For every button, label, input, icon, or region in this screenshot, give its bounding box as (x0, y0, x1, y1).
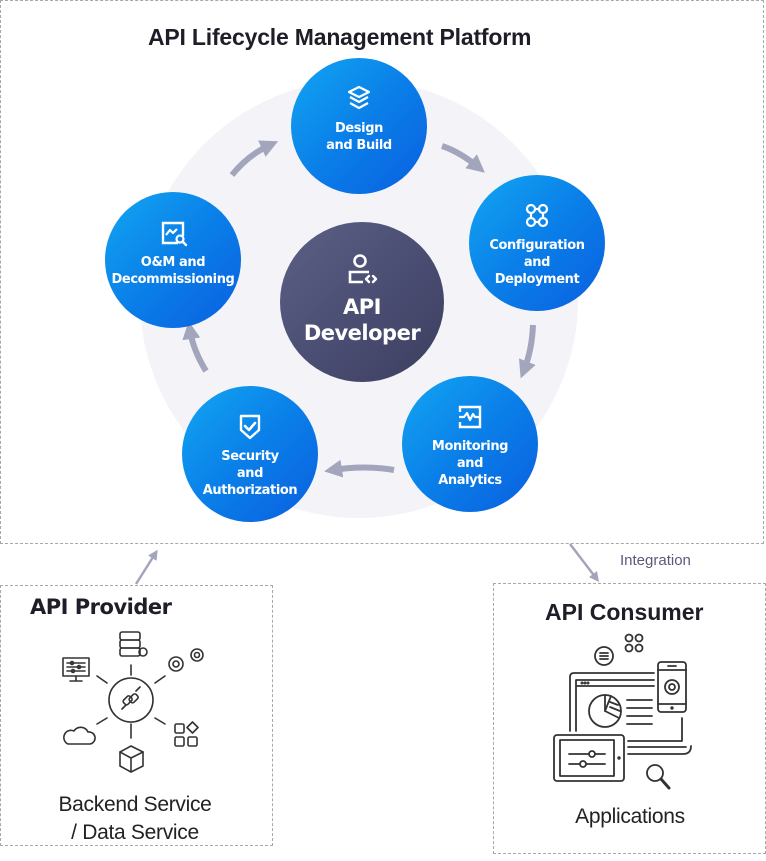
stage-label: O&M and Decommissioning (111, 255, 235, 287)
laptop-chart-icon (569, 672, 692, 755)
arrow-platform-to-consumer (569, 543, 600, 582)
nodes-icon (525, 203, 549, 228)
integration-label: Integration (620, 552, 691, 569)
chart-wrench-icon (161, 221, 188, 247)
provider-title: API Provider (30, 595, 172, 619)
shield-check-icon (239, 414, 261, 440)
pulse-monitor-icon (458, 405, 482, 429)
phone-settings-icon (657, 661, 687, 713)
database-icon (119, 631, 148, 657)
stage-label: Security and Authorization (202, 449, 298, 498)
stage-label: Configuration and Deployment (489, 238, 585, 287)
api-developer-label: API Developer (303, 295, 421, 345)
tablet-sliders-icon (553, 734, 625, 782)
arrow-om-to-design (229, 140, 279, 177)
search-icon (646, 764, 671, 790)
plug-icon (108, 677, 154, 723)
gears-icon (168, 648, 204, 672)
consumer-title: API Consumer (545, 599, 704, 625)
settings-monitor-icon (62, 657, 90, 682)
arrow-security-to-om (182, 321, 209, 373)
developer-code-icon (348, 254, 378, 284)
api-developer-node[interactable]: API Developer (280, 222, 444, 382)
apps-icon (174, 721, 199, 747)
menu-icon (594, 646, 614, 666)
command-icon (624, 633, 644, 653)
cube-icon (119, 745, 144, 773)
cloud-icon (63, 726, 96, 745)
consumer-caption: Applications (575, 805, 685, 828)
arrow-design-to-config (441, 143, 485, 173)
stage-design-and-build[interactable]: Design and Build (291, 58, 427, 194)
stage-label: Design and Build (326, 121, 392, 153)
platform-title: API Lifecycle Management Platform (148, 24, 532, 50)
arrow-provider-to-platform (134, 549, 158, 585)
provider-container (0, 585, 273, 846)
stage-monitoring-and-analytics[interactable]: Monitoring and Analytics (402, 376, 538, 512)
stage-security-and-authorization[interactable]: Security and Authorization (182, 386, 318, 522)
stage-configuration-and-deployment[interactable]: Configuration and Deployment (469, 175, 605, 311)
stage-om-and-decommissioning[interactable]: O&M and Decommissioning (105, 192, 241, 328)
platform-container (0, 0, 764, 544)
provider-caption: Backend Service / Data Service (58, 793, 212, 844)
arrow-config-to-monitor (518, 324, 536, 379)
layers-icon (347, 85, 371, 110)
arrow-monitor-to-security (324, 459, 395, 478)
stage-label: Monitoring and Analytics (431, 439, 509, 488)
